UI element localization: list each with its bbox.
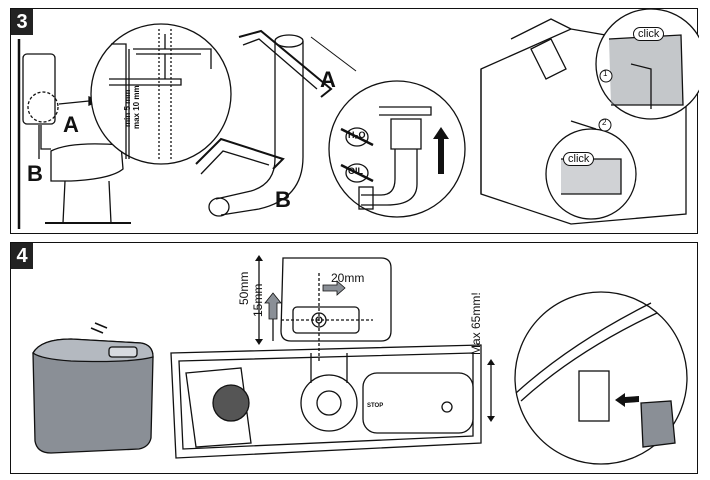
step-3-panel: 3 xyxy=(10,8,699,234)
oil-label: OIL xyxy=(348,166,363,176)
zoom-detail-circle xyxy=(90,23,232,165)
label-a: A xyxy=(63,112,79,137)
step-circle-icon xyxy=(598,118,612,132)
step-number: 4 xyxy=(11,243,33,269)
step-circle-icon xyxy=(599,69,613,83)
up-arrow-icon xyxy=(264,292,282,320)
step-circle-number: 1 xyxy=(603,69,608,78)
step-circle-number: 2 xyxy=(602,118,607,127)
down-arrow-icon xyxy=(255,339,263,345)
closed-tank-drawing xyxy=(32,338,154,454)
flush-pipe-drawing xyxy=(195,29,357,217)
label-a: A xyxy=(320,67,336,92)
dimension-text: Max 65mm! xyxy=(469,292,483,355)
lubrication-detail-circle xyxy=(328,80,466,218)
label-b: B xyxy=(275,187,291,212)
label-b: B xyxy=(27,161,43,186)
click-label: click xyxy=(633,27,665,41)
stop-label: STOP xyxy=(367,403,384,409)
step-4-illustration xyxy=(32,255,688,465)
up-arrow-icon xyxy=(255,255,263,261)
up-arrow-icon xyxy=(487,359,495,365)
dimension-text: max 10 mm xyxy=(132,85,141,129)
left-arrow-icon xyxy=(615,393,639,407)
open-tank-drawing xyxy=(170,344,482,459)
dimension-text: min 5 mm xyxy=(123,89,132,127)
click-label: click xyxy=(563,152,595,166)
step-3-illustration xyxy=(17,9,699,229)
tank-interior-drawing xyxy=(480,9,699,225)
right-arrow-icon xyxy=(322,280,346,296)
cap-insertion-circle xyxy=(514,291,688,465)
pointer-icon xyxy=(90,322,108,334)
step-number: 3 xyxy=(11,9,33,35)
dimension-text: 50mm xyxy=(237,271,251,305)
h2o-label: H₂O xyxy=(348,130,366,140)
step-4-panel: 4 xyxy=(10,242,698,474)
dimension-text: 15mm xyxy=(251,283,265,317)
up-arrow-icon xyxy=(433,127,449,174)
dimension-text: 20mm xyxy=(331,271,365,285)
down-arrow-icon xyxy=(487,416,495,422)
